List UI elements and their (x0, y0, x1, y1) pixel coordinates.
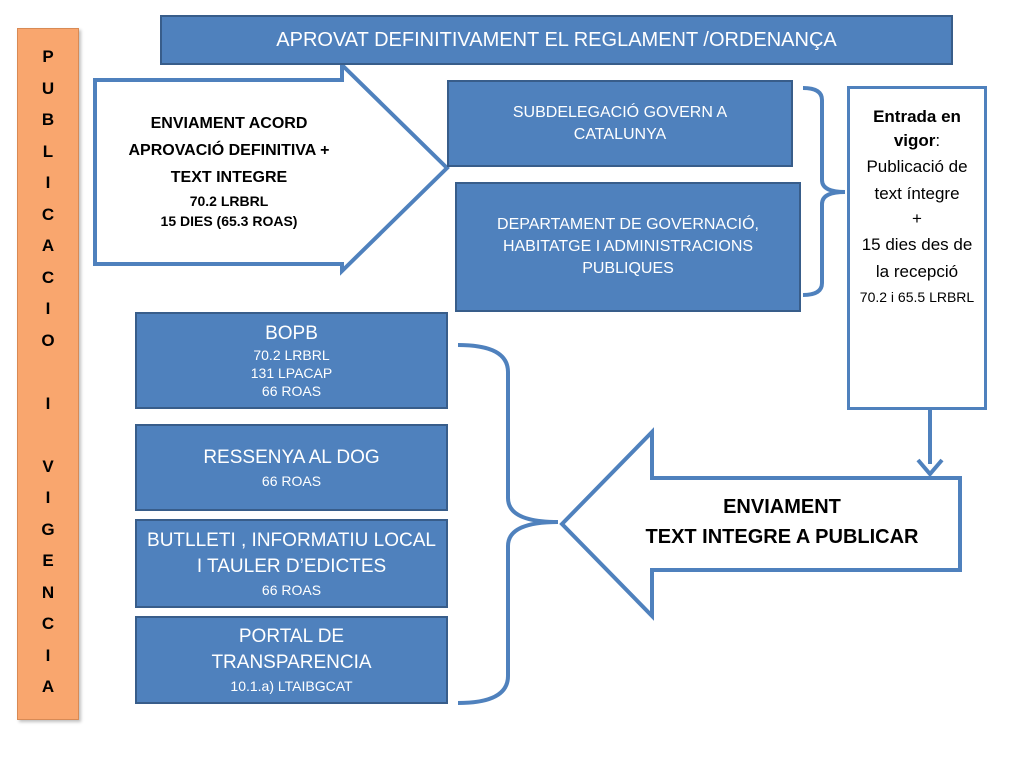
sidebar-letter: O (41, 330, 55, 350)
sidebar-letter: C (41, 204, 55, 224)
send-line-5: 15 DIES (65.3 ROAS) (160, 213, 298, 229)
return-arrow-text: ENVIAMENT TEXT INTEGRE A PUBLICAR (610, 492, 954, 552)
departament-label: DEPARTAMENT DE GOVERNACIÓ, HABITATGE I A… (497, 216, 759, 277)
send-line-1: ENVIAMENT ACORD (150, 115, 308, 132)
publication-title: PORTAL DE TRANSPARENCIA (211, 626, 372, 673)
return-line-2: TEXT INTEGRE A PUBLICAR (645, 526, 919, 548)
publication-box-dog: RESSENYA AL DOG 66 ROAS (135, 424, 448, 511)
publication-title: RESSENYA AL DOG (203, 446, 380, 468)
send-line-4: 70.2 LRBRL (189, 193, 269, 209)
return-arrow-shape (559, 427, 962, 621)
sidebar-letter: N (41, 582, 55, 602)
sidebar-letter: I (45, 393, 51, 413)
send-arrow-shape (93, 60, 450, 276)
sidebar-letter: U (41, 78, 55, 98)
send-line-3: TEXT INTEGRE (170, 169, 288, 186)
sidebar-letter: I (45, 488, 51, 507)
down-arrow-head (916, 458, 944, 478)
departament-box: DEPARTAMENT DE GOVERNACIÓ, HABITATGE I A… (455, 182, 801, 312)
sidebar-letter: I (45, 173, 51, 192)
recipients-brace (802, 86, 846, 297)
publication-title: BUTLLETI , INFORMATIU LOCAL I TAULER D’E… (147, 529, 436, 577)
publication-ref: 66 ROAS (261, 472, 322, 489)
publication-ref: 66 ROAS (261, 382, 322, 399)
header-title: APROVAT DEFINITIVAMENT EL REGLAMENT /ORD… (276, 28, 837, 51)
header-banner: APROVAT DEFINITIVAMENT EL REGLAMENT /ORD… (160, 15, 953, 65)
sidebar-letter: B (41, 110, 55, 129)
publication-ref: 70.2 LRBRL (253, 346, 330, 363)
entrada-colon: : (935, 131, 941, 150)
sidebar-letter: A (41, 236, 55, 255)
sidebar-letter: G (41, 519, 55, 539)
publication-ref: 131 LPACAP (250, 364, 333, 381)
publication-ref: 66 ROAS (261, 581, 322, 598)
publication-box-portal: PORTAL DE TRANSPARENCIA 10.1.a) LTAIBGCA… (135, 616, 448, 704)
return-line-1: ENVIAMENT (723, 496, 841, 518)
send-arrow-text: ENVIAMENT ACORD APROVACIÓ DEFINITIVA + T… (100, 110, 358, 231)
send-line-2: APROVACIÓ DEFINITIVA + (128, 142, 330, 159)
entrada-title: Entrada en vigor (873, 107, 961, 150)
sidebar-letter: L (42, 141, 54, 161)
sidebar-letter: A (41, 677, 55, 696)
publications-brace (457, 343, 559, 705)
entrada-plus: + (912, 209, 922, 228)
sidebar-letter: E (42, 551, 54, 570)
publication-box-bopb: BOPB 70.2 LRBRL 131 LPACAP 66 ROAS (135, 312, 448, 409)
entrada-line-1: Publicació de text íntegre (866, 157, 968, 203)
sidebar-letter: I (45, 645, 51, 665)
sidebar-letter: P (42, 47, 54, 66)
subdelegacio-label: SUBDELEGACIÓ GOVERN A CATALUNYA (512, 103, 728, 143)
publication-box-butlleti: BUTLLETI , INFORMATIU LOCAL I TAULER D’E… (135, 519, 448, 608)
publication-title: BOPB (265, 322, 318, 344)
sidebar-letter: C (41, 614, 55, 633)
subdelegacio-box: SUBDELEGACIÓ GOVERN A CATALUNYA (447, 80, 793, 167)
sidebar-letter: C (41, 267, 55, 287)
entrada-line-2: 15 dies des de la recepció (861, 235, 973, 281)
publication-ref: 10.1.a) LTAIBGCAT (230, 678, 353, 694)
entrada-ref: 70.2 i 65.5 LRBRL (859, 289, 975, 305)
entrada-vigor-box: Entrada en vigor: Publicació de text ínt… (847, 86, 987, 410)
sidebar-letter: I (45, 299, 51, 318)
sidebar-letter: V (42, 456, 54, 476)
